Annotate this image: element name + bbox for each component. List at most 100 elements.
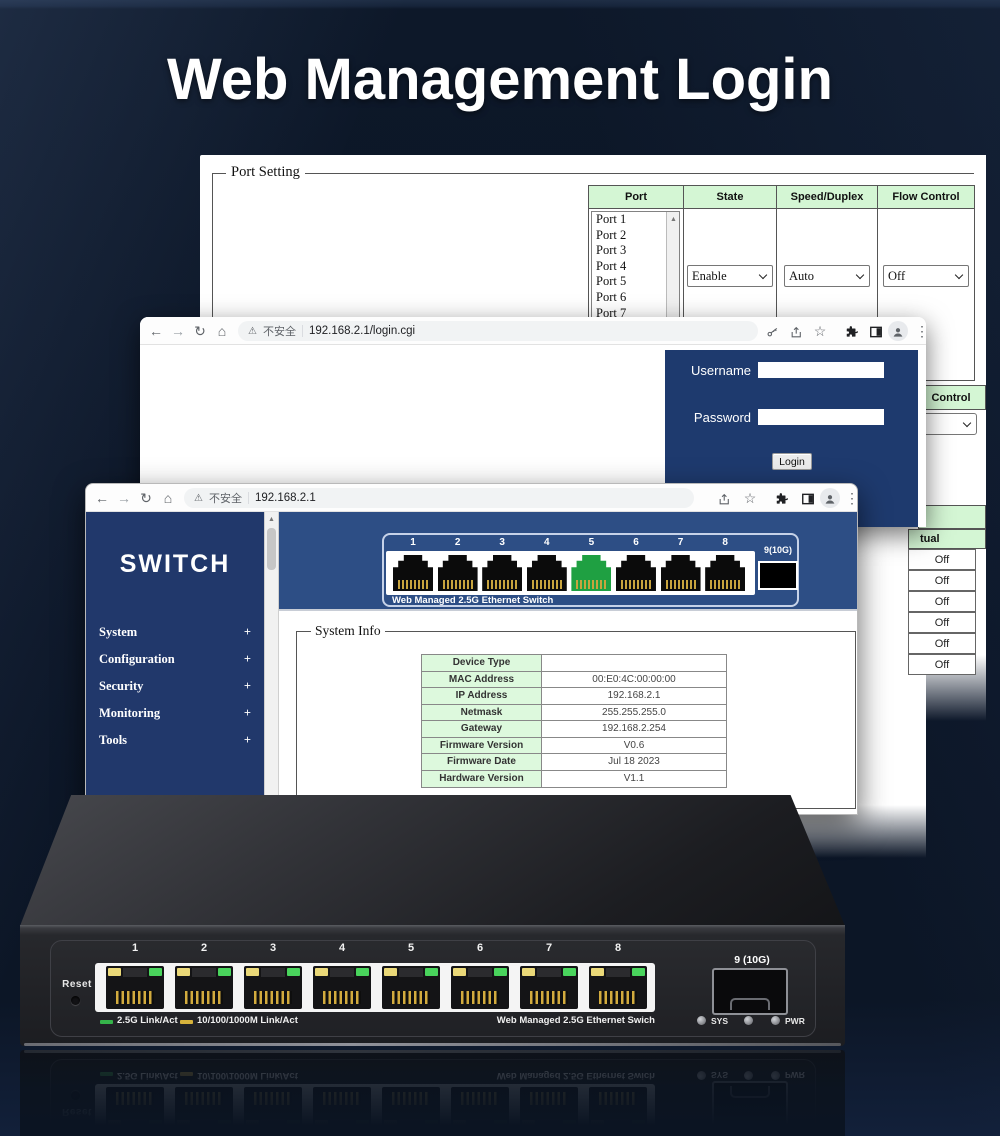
- sidebar-item-monitoring[interactable]: Monitoring +: [99, 705, 251, 721]
- table-row: Firmware Date Jul 18 2023: [422, 754, 726, 771]
- port-option[interactable]: Port 6: [596, 289, 627, 304]
- home-icon[interactable]: ⌂: [163, 490, 173, 506]
- chevron-down-icon: [855, 270, 865, 280]
- rj45-port-icon: [520, 966, 578, 1009]
- password-field[interactable]: [758, 409, 884, 425]
- info-value: 192.168.2.254: [602, 723, 666, 735]
- back-icon[interactable]: ←: [95, 490, 109, 506]
- back-icon[interactable]: ←: [149, 323, 163, 339]
- rj45-port-icon: [615, 555, 656, 591]
- forward-icon[interactable]: →: [171, 323, 185, 339]
- chevron-down-icon: [954, 270, 964, 280]
- flow-control-dropdown[interactable]: Off: [883, 265, 969, 287]
- status-led: [744, 1016, 753, 1025]
- rj45-port-icon: [244, 966, 302, 1009]
- sidebar-item-system[interactable]: System +: [99, 624, 251, 640]
- expand-plus-icon[interactable]: +: [243, 732, 251, 747]
- port-listbox[interactable]: Port 1 Port 2 Port 3 Port 4 Port 5 Port …: [591, 211, 680, 337]
- side-panel-icon[interactable]: [866, 321, 886, 341]
- table-row: Device Type: [422, 655, 726, 672]
- expand-plus-icon[interactable]: +: [243, 705, 251, 720]
- switch-front-face: Reset 1 2 3 4 5 6 7 8 2.5G Link/Act 10/1…: [20, 925, 845, 1046]
- content-scrollbar[interactable]: ▲: [264, 512, 279, 814]
- port-number: 5: [407, 942, 415, 954]
- share-icon[interactable]: [714, 488, 734, 508]
- not-secure-label: 不安全: [262, 326, 296, 338]
- flow-control-cell: Off: [878, 209, 974, 380]
- rj45-port-icon: [526, 555, 567, 591]
- login-button[interactable]: Login: [772, 453, 812, 470]
- port-number: 7: [677, 537, 684, 548]
- reload-icon[interactable]: ↻: [140, 490, 152, 506]
- info-label: Firmware Date: [422, 754, 542, 770]
- sfp-port-label: 9 (10G): [734, 954, 770, 966]
- green-led-legend: 2.5G Link/Act: [117, 1015, 178, 1026]
- expand-plus-icon[interactable]: +: [243, 651, 251, 666]
- expand-plus-icon[interactable]: +: [243, 678, 251, 693]
- bookmark-star-icon[interactable]: ☆: [743, 490, 757, 506]
- speed-duplex-cell: Auto: [777, 209, 878, 380]
- table-row: MAC Address 00:E0:4C:00:00:00: [422, 671, 726, 688]
- column-header-port: Port: [589, 186, 684, 208]
- port-setting-table-header: Port State Speed/Duplex Flow Control: [589, 186, 974, 208]
- info-value: V1.1: [623, 773, 645, 785]
- info-label: MAC Address: [422, 671, 542, 687]
- sfp-port-icon: [758, 561, 798, 590]
- pwr-led-label: PWR: [785, 1016, 805, 1026]
- flow-control-dropdown-value: Off: [888, 268, 906, 283]
- share-icon[interactable]: [786, 321, 806, 341]
- expand-plus-icon[interactable]: +: [243, 624, 251, 639]
- extensions-puzzle-icon[interactable]: [772, 488, 792, 508]
- port-option[interactable]: Port 7: [596, 305, 627, 320]
- address-bar[interactable]: ⚠ 不安全 192.168.2.1/login.cgi: [238, 321, 758, 341]
- port-option[interactable]: Port 1: [596, 212, 627, 226]
- extensions-puzzle-icon[interactable]: [842, 321, 862, 341]
- port-number: 1: [131, 942, 139, 954]
- forward-icon[interactable]: →: [117, 490, 131, 506]
- profile-avatar-icon[interactable]: [888, 321, 908, 341]
- scrollbar-thumb[interactable]: [267, 528, 276, 570]
- menu-dots-icon[interactable]: ⋮: [915, 323, 929, 339]
- info-value: 255.255.255.0: [602, 706, 666, 718]
- scroll-up-icon[interactable]: ▲: [268, 516, 275, 523]
- port-option[interactable]: Port 3: [596, 243, 627, 258]
- not-secure-warning-icon: ⚠: [194, 492, 203, 504]
- profile-avatar-icon[interactable]: [820, 488, 840, 508]
- switch-ui-content: SWITCH System + Configuration + Security…: [86, 512, 857, 814]
- port-number: 6: [476, 942, 484, 954]
- fragment-dropdown[interactable]: [919, 413, 977, 435]
- reload-icon[interactable]: ↻: [194, 323, 206, 339]
- home-icon[interactable]: ⌂: [217, 323, 227, 339]
- port-number: 8: [722, 537, 728, 548]
- rj45-port-icon: [482, 555, 523, 591]
- bookmark-star-icon[interactable]: ☆: [813, 323, 827, 339]
- key-icon[interactable]: [762, 321, 782, 341]
- speed-duplex-dropdown[interactable]: Auto: [784, 265, 870, 287]
- sidebar-item-tools[interactable]: Tools +: [99, 732, 251, 748]
- side-panel-icon[interactable]: [798, 488, 818, 508]
- info-value: [542, 655, 726, 671]
- info-label: Netmask: [422, 704, 542, 720]
- device-port-numbers: 1 2 3 4 5 6 7 8: [95, 942, 655, 954]
- port-option[interactable]: Port 2: [596, 227, 627, 242]
- state-dropdown[interactable]: Enable: [687, 265, 773, 287]
- graphic-port-strip: [386, 551, 755, 595]
- status-value-cell: Off: [908, 633, 976, 654]
- sys-led: [697, 1016, 706, 1025]
- scroll-up-icon[interactable]: ▲: [670, 215, 677, 223]
- info-value: 00:E0:4C:00:00:00: [592, 673, 676, 685]
- menu-dots-icon[interactable]: ⋮: [845, 490, 859, 506]
- rj45-port-icon: [106, 966, 164, 1009]
- username-field[interactable]: [758, 362, 884, 378]
- address-bar[interactable]: ⚠ 不安全 192.168.2.1: [184, 488, 694, 508]
- sidebar-item-security[interactable]: Security +: [99, 678, 251, 694]
- address-divider: [301, 325, 303, 337]
- sidebar-item-configuration[interactable]: Configuration +: [99, 651, 251, 667]
- sidebar-item-label: System: [99, 624, 138, 639]
- port-option[interactable]: Port 5: [596, 274, 627, 289]
- port-number: 6: [633, 537, 639, 548]
- port-option[interactable]: Port 4: [596, 258, 627, 273]
- listbox-scrollbar[interactable]: ▲: [666, 212, 679, 336]
- table-row: Netmask 255.255.255.0: [422, 704, 726, 721]
